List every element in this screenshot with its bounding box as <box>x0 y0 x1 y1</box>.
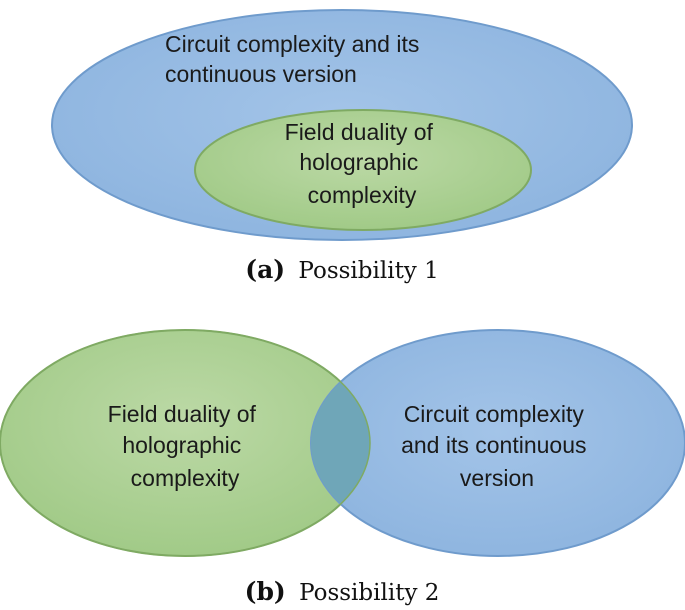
inner-label-line-3: complexity <box>308 182 417 208</box>
outer-label: Circuit complexity and its continuous ve… <box>165 31 426 87</box>
left-label-line-1: Field duality of <box>108 401 257 427</box>
outer-label-line-2: continuous version <box>165 61 357 87</box>
inner-ellipse-field-duality <box>194 109 532 231</box>
inner-label: Field duality of holographic complexity <box>285 119 440 208</box>
panel-b: Field duality of holographic complexity … <box>0 329 685 606</box>
inner-label-line-2: holographic <box>299 149 418 175</box>
caption-a-text: Possibility 1 <box>298 258 438 284</box>
right-label-line-3: version <box>460 465 534 491</box>
caption-b-text: Possibility 2 <box>299 580 439 606</box>
left-label-line-3: complexity <box>131 465 240 491</box>
caption-b-tag: (b) <box>245 577 286 606</box>
panel-a: Circuit complexity and its continuous ve… <box>51 9 633 284</box>
caption-a: (a) Possibility 1 <box>245 255 439 284</box>
left-label: Field duality of holographic complexity <box>108 401 263 491</box>
outer-label-line-1: Circuit complexity and its <box>165 31 419 57</box>
right-label-line-2: and its continuous <box>401 432 586 458</box>
caption-a-tag: (a) <box>245 255 285 284</box>
inner-label-line-1: Field duality of <box>285 119 434 145</box>
right-label-line-1: Circuit complexity <box>404 401 585 427</box>
left-label-line-2: holographic <box>122 432 241 458</box>
caption-b: (b) Possibility 2 <box>245 577 440 606</box>
right-label: Circuit complexity and its continuous ve… <box>401 401 593 491</box>
left-ellipse-outline <box>0 329 371 557</box>
